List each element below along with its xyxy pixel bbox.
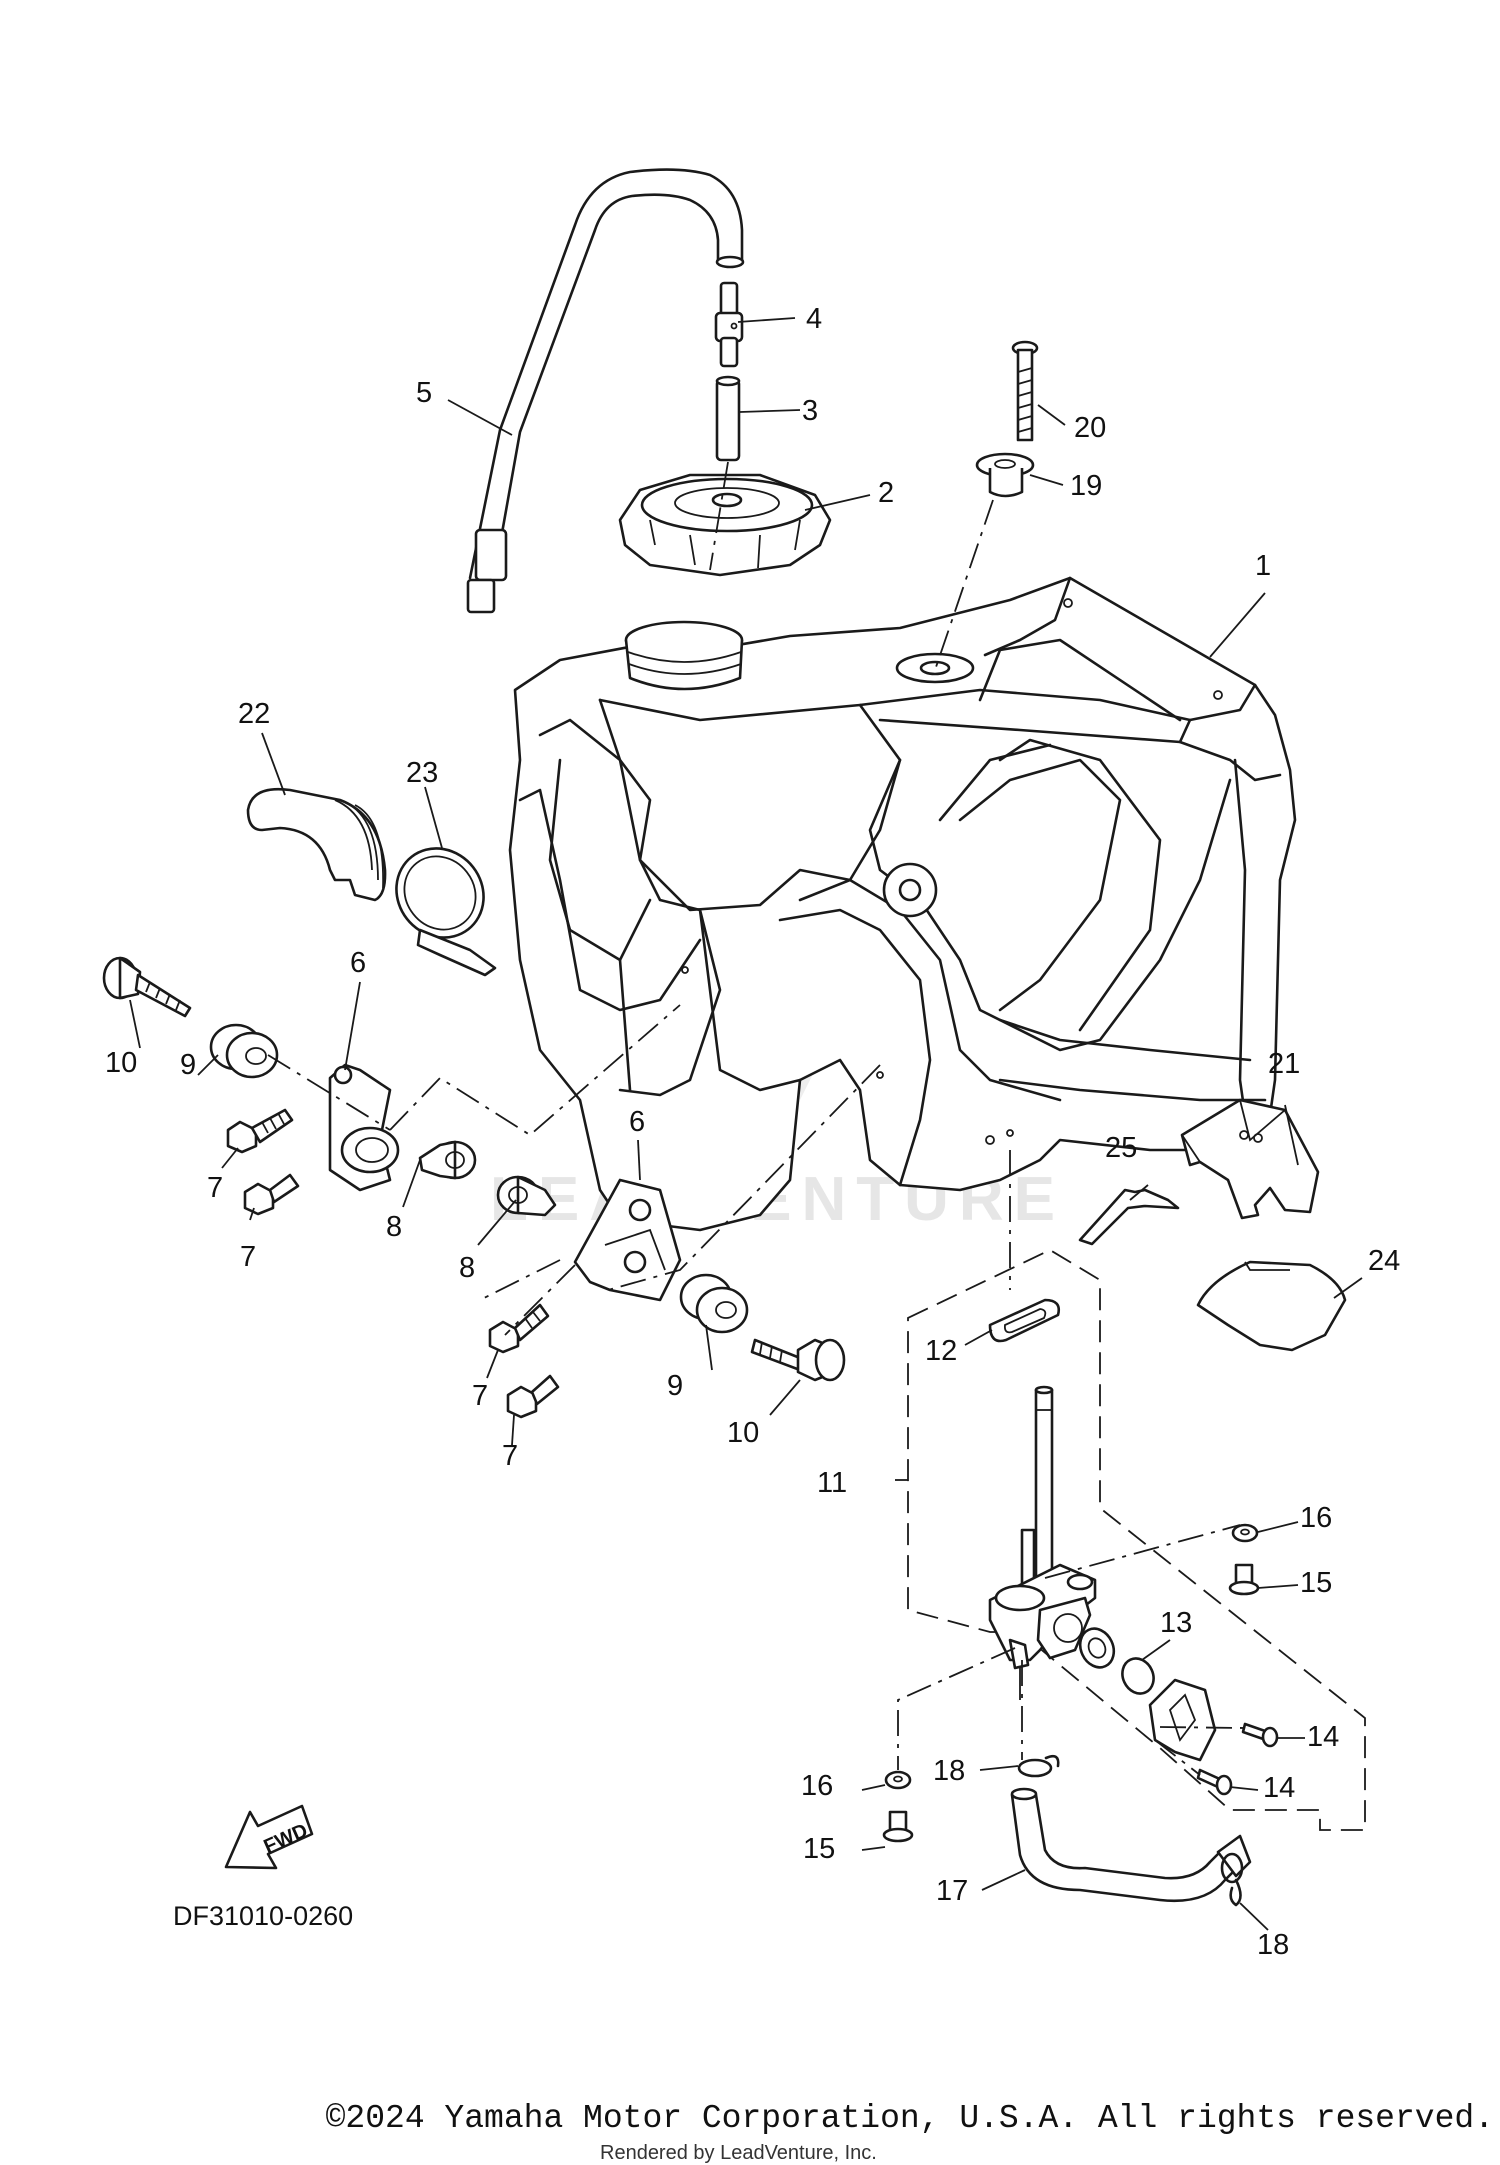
screw-15-lower[interactable] xyxy=(882,1810,914,1843)
callout-14b: 14 xyxy=(1263,1772,1295,1804)
bracket-right[interactable] xyxy=(573,1178,682,1302)
clamp-band[interactable] xyxy=(379,831,502,977)
bolt-10-left[interactable] xyxy=(102,956,192,1018)
washer-16-lower[interactable] xyxy=(884,1770,912,1790)
rendered-by-notice: Rendered by LeadVenture, Inc. xyxy=(600,2142,877,2164)
callout-12: 12 xyxy=(925,1335,957,1367)
callout-18-upper: 18 xyxy=(933,1755,965,1787)
callout-7d: 7 xyxy=(502,1440,518,1472)
callout-15-upper: 15 xyxy=(1300,1567,1332,1599)
diagram-code: DF31010-0260 xyxy=(173,1901,353,1931)
callout-8-right: 8 xyxy=(459,1252,475,1284)
callout-6-right: 6 xyxy=(629,1106,645,1138)
alignment-lines xyxy=(267,461,1246,1776)
breather-hose[interactable] xyxy=(466,168,745,614)
callouts: 1 2 3 4 5 6 6 7 7 7 7 8 8 9 9 10 10 11 1… xyxy=(105,303,1400,1961)
screw-14a[interactable] xyxy=(1241,1722,1279,1748)
callout-4: 4 xyxy=(806,303,822,335)
callout-8-left: 8 xyxy=(386,1211,402,1243)
callout-18-lower: 18 xyxy=(1257,1929,1289,1961)
callout-15-lower: 15 xyxy=(803,1833,835,1865)
grommet[interactable] xyxy=(975,452,1035,498)
callout-21: 21 xyxy=(1268,1048,1300,1080)
damper-9-right[interactable] xyxy=(679,1273,749,1334)
bolt-7b[interactable] xyxy=(243,1173,300,1216)
bolt-7c[interactable] xyxy=(488,1303,550,1354)
bolt-7d[interactable] xyxy=(506,1374,560,1419)
fuel-tank[interactable] xyxy=(508,576,1297,1232)
callout-16-upper: 16 xyxy=(1300,1502,1332,1534)
callout-25: 25 xyxy=(1105,1132,1137,1164)
bolt-20[interactable] xyxy=(1011,340,1039,442)
callout-16-lower: 16 xyxy=(801,1770,833,1802)
copyright-notice: ©2024 Yamaha Motor Corporation, U.S.A. A… xyxy=(325,2100,1494,2137)
breather-hose-short[interactable] xyxy=(715,375,741,462)
plate-25[interactable] xyxy=(1078,1188,1180,1246)
callout-7b: 7 xyxy=(240,1241,256,1273)
callout-7c: 7 xyxy=(472,1380,488,1412)
bracket-left[interactable] xyxy=(328,1063,400,1192)
gasket[interactable] xyxy=(988,1298,1060,1343)
callout-20: 20 xyxy=(1074,412,1106,444)
tank-bracket[interactable] xyxy=(1180,1098,1320,1220)
damper-9-left[interactable] xyxy=(209,1023,279,1079)
callout-19: 19 xyxy=(1070,470,1102,502)
callout-17: 17 xyxy=(936,1875,968,1907)
check-valve[interactable] xyxy=(714,281,744,368)
fuel-hose[interactable] xyxy=(1010,1787,1252,1903)
callout-23: 23 xyxy=(406,757,438,789)
fuel-cock-assy[interactable] xyxy=(907,1248,1366,1831)
callout-9-left: 9 xyxy=(180,1049,196,1081)
hose-clip-lower[interactable] xyxy=(1220,1852,1244,1907)
callout-6-left: 6 xyxy=(350,947,366,979)
callout-7a: 7 xyxy=(207,1172,223,1204)
tank-cover[interactable] xyxy=(1196,1260,1347,1352)
leaders xyxy=(129,317,1363,1931)
callout-3: 3 xyxy=(802,395,818,427)
callout-10-left: 10 xyxy=(105,1047,137,1079)
collar-8-right[interactable] xyxy=(496,1175,557,1217)
cushion-pad[interactable] xyxy=(246,787,387,902)
screw-14b[interactable] xyxy=(1196,1768,1233,1796)
callout-2: 2 xyxy=(878,477,894,509)
screw-15-upper[interactable] xyxy=(1228,1563,1260,1596)
callout-9-right: 9 xyxy=(667,1370,683,1402)
bolt-10-right[interactable] xyxy=(750,1338,846,1382)
callout-5: 5 xyxy=(416,377,432,409)
callout-11: 11 xyxy=(817,1467,847,1499)
callout-10-right: 10 xyxy=(727,1417,759,1449)
cock-cover[interactable] xyxy=(1148,1678,1217,1762)
callout-1: 1 xyxy=(1255,550,1271,582)
fwd-arrow-icon: FWD xyxy=(224,1804,314,1870)
bolt-7a[interactable] xyxy=(226,1108,294,1154)
callout-14a: 14 xyxy=(1307,1721,1339,1753)
callout-22: 22 xyxy=(238,698,270,730)
hose-clip-upper[interactable] xyxy=(1017,1754,1060,1778)
callout-13: 13 xyxy=(1160,1607,1192,1639)
fuel-cap[interactable] xyxy=(618,473,832,577)
filter-screen[interactable] xyxy=(1074,1623,1120,1673)
washer-16-upper[interactable] xyxy=(1231,1523,1259,1543)
collar-8-left[interactable] xyxy=(418,1140,477,1180)
callout-24: 24 xyxy=(1368,1245,1400,1277)
o-ring[interactable] xyxy=(1117,1653,1159,1698)
